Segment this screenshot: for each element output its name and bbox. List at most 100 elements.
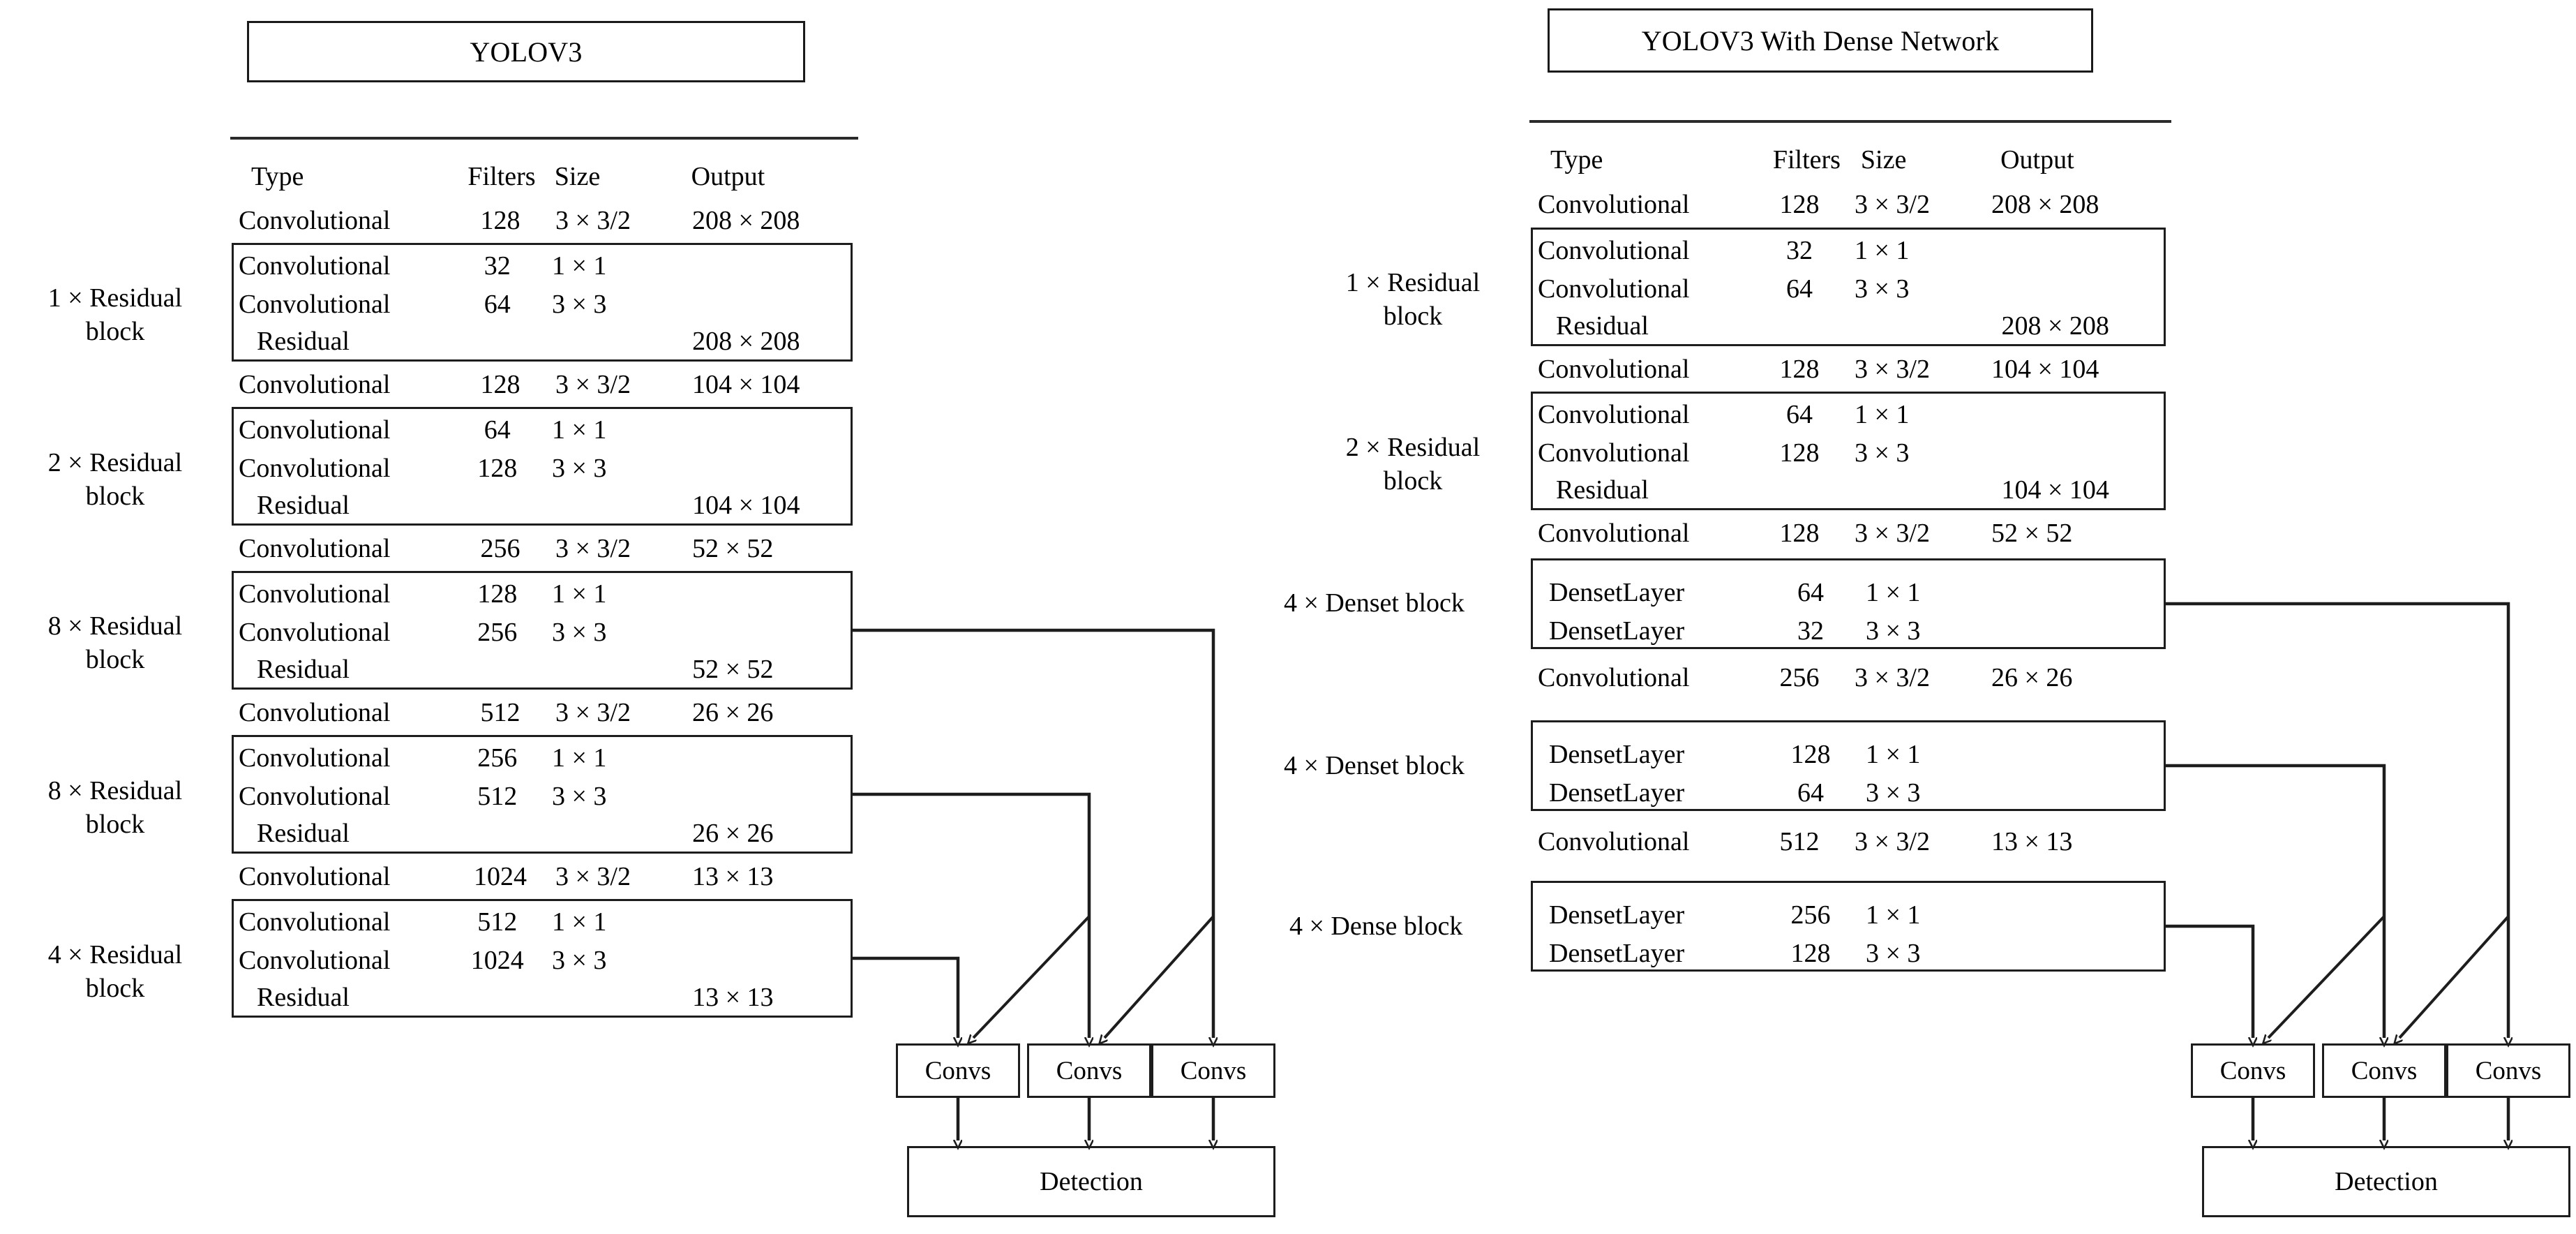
right-group-label-denset-1: 4 × Denset block [1284, 588, 1465, 618]
cell-type: Convolutional [239, 698, 391, 727]
right-convs-box-1[interactable]: Convs [2191, 1043, 2315, 1098]
cell-filters: 64 [1786, 274, 1813, 304]
cell-type: Convolutional [239, 782, 391, 811]
right-convs-box-2[interactable]: Convs [2322, 1043, 2446, 1098]
cell-type: Residual [1556, 475, 1649, 505]
cell-size: 1 × 1 [1866, 900, 1921, 930]
cell-size: 3 × 3/2 [1855, 827, 1930, 856]
cell-size: 3 × 3 [1855, 274, 1910, 304]
left-row-conv-52: Convolutional 256 3 × 3/2 52 × 52 [239, 527, 867, 570]
right-header-rule [1529, 120, 2171, 123]
cell-size: 1 × 1 [551, 415, 607, 445]
left-row-g1-0: Convolutional 32 1 × 1 [239, 244, 860, 288]
cell-filters: 128 [480, 206, 521, 235]
cell-type: Residual [257, 983, 350, 1012]
cell-type: DensetLayer [1549, 900, 1685, 930]
left-group-label-residual-8b: 8 × Residual block [47, 776, 183, 839]
right-col-filters: Filters [1772, 145, 1841, 174]
left-row-g2-0: Convolutional 64 1 × 1 [239, 408, 860, 452]
right-row-conv-13: Convolutional 512 3 × 3/2 13 × 13 [1538, 820, 2180, 863]
cell-filters: 128 [1779, 355, 1820, 384]
left-row-conv-104: Convolutional 128 3 × 3/2 104 × 104 [239, 363, 867, 406]
cell-filters: 1024 [474, 862, 527, 891]
cell-type: Convolutional [1538, 274, 1690, 304]
right-row-g5-1: DensetLayer 128 3 × 3 [1549, 932, 2177, 975]
left-row-g1-2: Residual 208 × 208 [239, 320, 860, 363]
left-row-g4-1: Convolutional 512 3 × 3 [239, 775, 860, 818]
cell-size: 1 × 1 [551, 907, 607, 937]
cell-size: 3 × 3 [1866, 616, 1921, 646]
cell-size: 3 × 3/2 [1855, 519, 1930, 548]
cell-filters: 32 [1797, 616, 1824, 646]
cell-filters: 256 [1779, 663, 1820, 692]
cell-filters: 256 [477, 618, 518, 647]
cell-output: 104 × 104 [2001, 475, 2109, 505]
cell-size: 1 × 1 [551, 251, 607, 281]
cell-output: 208 × 208 [1991, 190, 2099, 219]
right-row-g2-2: Residual 104 × 104 [1538, 468, 2173, 512]
cell-filters: 512 [1779, 827, 1820, 856]
left-convs-box-3[interactable]: Convs [1151, 1043, 1275, 1098]
right-row-g3-1: DensetLayer 32 3 × 3 [1549, 609, 2177, 653]
cell-filters: 128 [480, 370, 521, 399]
cell-size: 3 × 3 [551, 290, 607, 319]
cell-type: Convolutional [239, 862, 391, 891]
left-convs-box-2[interactable]: Convs [1027, 1043, 1151, 1098]
left-convs-box-1[interactable]: Convs [896, 1043, 1020, 1098]
left-col-size: Size [554, 162, 601, 191]
cell-filters: 512 [480, 698, 521, 727]
cell-filters: 128 [1779, 519, 1820, 548]
cell-filters: 128 [1790, 939, 1831, 968]
cell-size: 3 × 3 [551, 454, 607, 483]
cell-size: 3 × 3/2 [555, 862, 631, 891]
left-row-g5-1: Convolutional 1024 3 × 3 [239, 939, 860, 982]
right-row-g1-0: Convolutional 32 1 × 1 [1538, 229, 2173, 272]
cell-size: 1 × 1 [1855, 236, 1910, 265]
cell-output: 26 × 26 [1991, 663, 2073, 692]
right-row-g2-1: Convolutional 128 3 × 3 [1538, 431, 2173, 475]
cell-filters: 128 [477, 579, 518, 609]
left-header-rule [230, 137, 858, 140]
cell-type: Residual [257, 655, 350, 684]
right-row-conv-104: Convolutional 128 3 × 3/2 104 × 104 [1538, 348, 2180, 391]
right-group-label-dense-3: 4 × Dense block [1289, 912, 1463, 941]
cell-size: 3 × 3/2 [1855, 663, 1930, 692]
cell-size: 3 × 3/2 [555, 534, 631, 563]
cell-type: Residual [257, 327, 350, 356]
cell-type: Convolutional [1538, 190, 1690, 219]
left-convs-label-3: Convs [1180, 1056, 1247, 1085]
left-detection-label: Detection [1040, 1167, 1143, 1196]
cell-size: 3 × 3 [551, 946, 607, 975]
cell-output: 208 × 208 [692, 206, 800, 235]
left-row-conv-13: Convolutional 1024 3 × 3/2 13 × 13 [239, 855, 867, 898]
right-detection-box[interactable]: Detection [2202, 1146, 2570, 1217]
cell-type: Residual [1556, 311, 1649, 341]
cell-filters: 128 [477, 454, 518, 483]
cell-size: 3 × 3 [551, 782, 607, 811]
left-row-g3-2: Residual 52 × 52 [239, 648, 860, 691]
left-group-label-residual-2: 2 × Residual block [47, 448, 183, 511]
right-group-box-residual-2 [1531, 392, 2166, 510]
left-group-label-residual-8a: 8 × Residual block [47, 611, 183, 674]
left-detection-box[interactable]: Detection [907, 1146, 1275, 1217]
left-title-text: YOLOV3 [470, 36, 583, 68]
right-col-size: Size [1860, 145, 1907, 174]
cell-filters: 512 [477, 907, 518, 937]
right-convs-label-1: Convs [2219, 1056, 2286, 1085]
left-title-box: YOLOV3 [247, 21, 805, 82]
left-row-g2-2: Residual 104 × 104 [239, 484, 860, 527]
cell-output: 13 × 13 [692, 862, 774, 891]
cell-type: Convolutional [239, 946, 391, 975]
right-detection-label: Detection [2335, 1167, 2438, 1196]
cell-output: 52 × 52 [692, 534, 774, 563]
right-convs-box-3[interactable]: Convs [2446, 1043, 2570, 1098]
right-group-box-residual-1 [1531, 228, 2166, 346]
cell-filters: 256 [1790, 900, 1831, 930]
cell-output: 26 × 26 [692, 819, 774, 848]
cell-size: 1 × 1 [551, 743, 607, 773]
cell-type: DensetLayer [1549, 740, 1685, 769]
cell-output: 104 × 104 [692, 491, 800, 520]
left-group-box-residual-8a [232, 571, 853, 690]
cell-type: Convolutional [1538, 519, 1690, 548]
